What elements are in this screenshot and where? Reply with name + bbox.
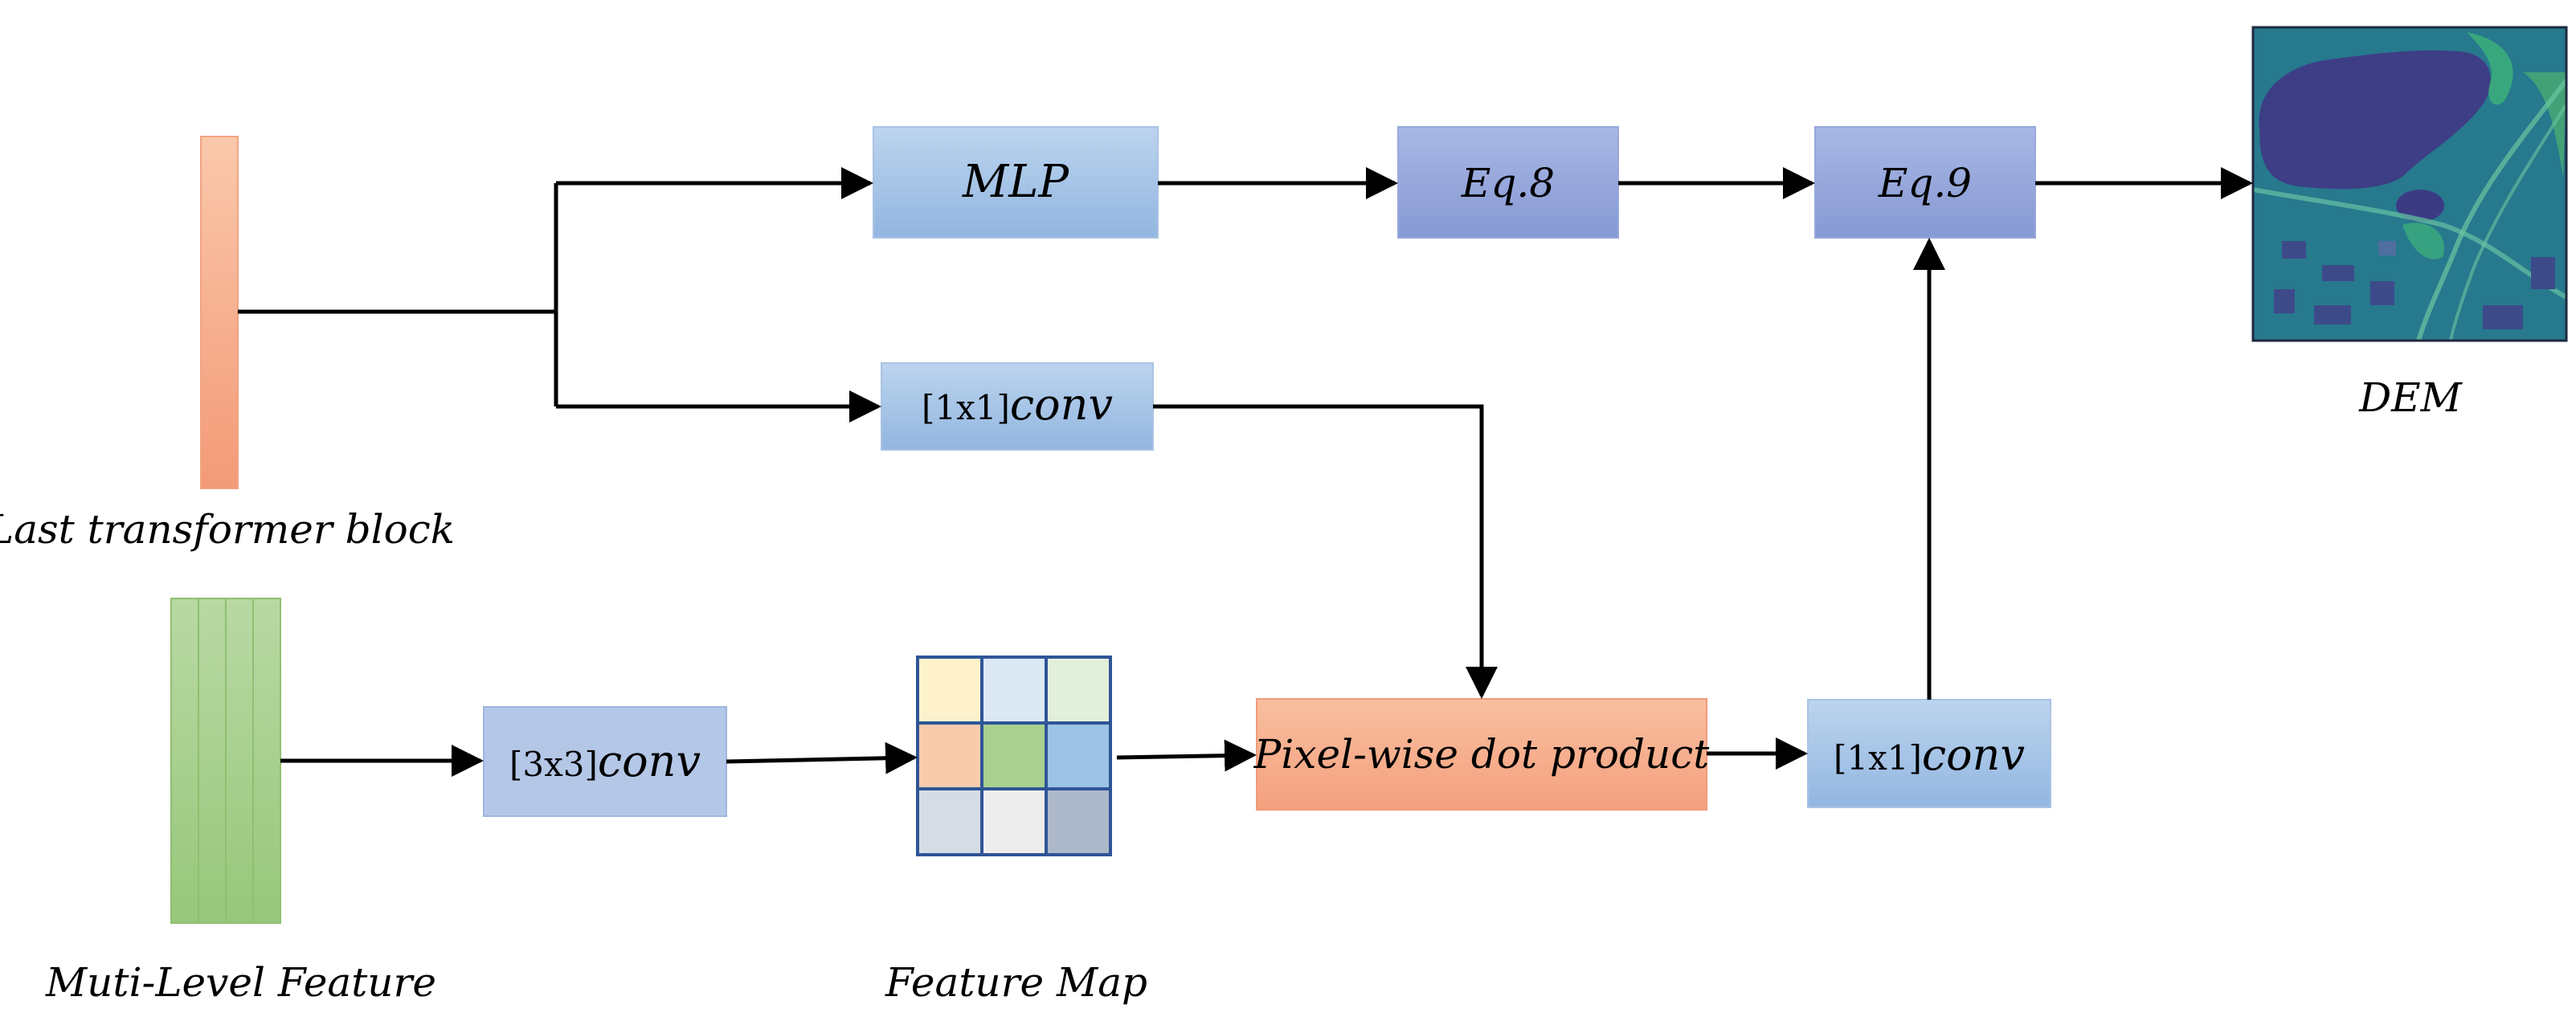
feature-map-label: Feature Map: [885, 959, 1147, 1006]
eq8-label: Eq.8: [1461, 160, 1555, 206]
last-transformer-block-label: Last transformer block: [0, 506, 455, 553]
feature-map-cell: [1045, 787, 1112, 856]
conv-top-kernel: [1x1]: [922, 388, 1010, 427]
conv-top-op: conv: [1010, 379, 1113, 430]
eq9-box: Eq.9: [1814, 126, 2036, 239]
multi-level-feature-label: Muti-Level Feature: [45, 959, 436, 1006]
feature-map-cell: [980, 656, 1048, 725]
feature-map-cell: [1045, 721, 1112, 790]
feature-map-cell: [1045, 656, 1112, 725]
conv-3x3-kernel: [3x3]: [509, 745, 598, 784]
feature-map-cell: [980, 721, 1048, 790]
conv-1x1-bottom-box: [1x1]conv: [1807, 699, 2051, 808]
conv-3x3-box: [3x3]conv: [483, 706, 727, 817]
conv-bottom-kernel: [1x1]: [1834, 738, 1922, 778]
feature-map-cell: [916, 787, 983, 856]
conv-bottom-op: conv: [1922, 729, 2025, 780]
feature-map-grid: [916, 656, 1112, 856]
eq8-box: Eq.8: [1397, 126, 1619, 239]
transformer-block-bar: [200, 136, 239, 489]
svg-text:[1x1]conv: [1x1]conv: [1834, 729, 2025, 780]
pixel-wise-dot-product-box: Pixel-wise dot product: [1253, 698, 1711, 811]
mlp-box: MLP: [873, 126, 1159, 239]
connectors: [238, 167, 2253, 777]
conv-3x3-op: conv: [598, 736, 701, 786]
mlp-label: MLP: [962, 156, 1070, 208]
feature-map-cell: [980, 787, 1048, 856]
feature-map-cell: [916, 656, 983, 725]
svg-text:[1x1]conv: [1x1]conv: [922, 379, 1113, 430]
feature-map-cell: [916, 721, 983, 790]
eq9-label: Eq.9: [1878, 160, 1972, 206]
dem-label: DEM: [2358, 374, 2464, 421]
conv-1x1-top-box: [1x1]conv: [881, 362, 1154, 451]
pixel-dot-label: Pixel-wise dot product: [1253, 731, 1711, 778]
dem-output-image: [2251, 26, 2568, 342]
multi-level-feature-stack: [170, 598, 281, 924]
svg-text:[3x3]conv: [3x3]conv: [509, 736, 701, 786]
